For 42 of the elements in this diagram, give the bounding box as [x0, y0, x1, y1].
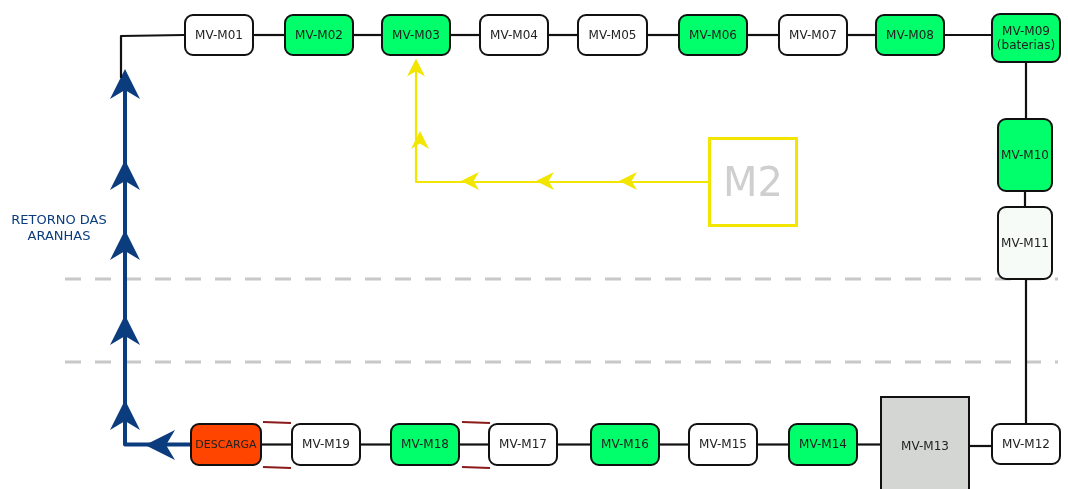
station-label: MV-M15	[699, 437, 747, 452]
station-box	[991, 13, 1061, 63]
station-box	[184, 14, 254, 56]
edge-label: RETORNO DAS ARANHAS	[10, 212, 108, 245]
station-label: MV-M14	[799, 437, 847, 452]
station-label: MV-M08	[886, 27, 934, 43]
station-label: MV-M10	[1001, 147, 1049, 163]
station-label: MV-M01	[195, 27, 243, 43]
station-label: MV-M16	[601, 437, 649, 452]
station-box	[488, 423, 558, 466]
station-label: MV-M12	[1002, 436, 1050, 452]
station-box	[590, 423, 660, 466]
station-label: MV-M19	[302, 437, 350, 452]
station-label: MV-M06	[689, 27, 737, 43]
station-box	[880, 396, 970, 489]
unload-box	[190, 423, 262, 466]
station-box	[390, 423, 460, 466]
station-label: DESCARGA	[195, 437, 257, 452]
source-box	[708, 137, 798, 227]
station-label: MV-M18	[401, 437, 449, 452]
station-box	[991, 423, 1061, 465]
station-box	[688, 423, 758, 466]
station-label: MV-M13	[901, 438, 949, 454]
station-label: MV-M04	[490, 27, 538, 43]
station-label: MV-M02	[295, 27, 343, 43]
station-box	[577, 14, 648, 56]
station-box	[875, 14, 945, 56]
station-label: MV-M05	[588, 27, 637, 43]
station-box	[778, 14, 848, 56]
station-box	[479, 14, 549, 56]
station-box	[788, 423, 858, 466]
station-box	[381, 14, 451, 56]
station-label: MV-M07	[789, 27, 837, 43]
station-label: MV-M09 (baterias)	[995, 23, 1057, 53]
station-box	[284, 14, 354, 56]
station-label: MV-M11	[1001, 235, 1049, 251]
station-box	[678, 14, 748, 56]
station-box	[997, 118, 1053, 192]
station-box	[291, 423, 361, 466]
station-box	[997, 206, 1053, 280]
station-label: MV-M03	[392, 27, 440, 43]
station-label: MV-M17	[499, 437, 547, 452]
